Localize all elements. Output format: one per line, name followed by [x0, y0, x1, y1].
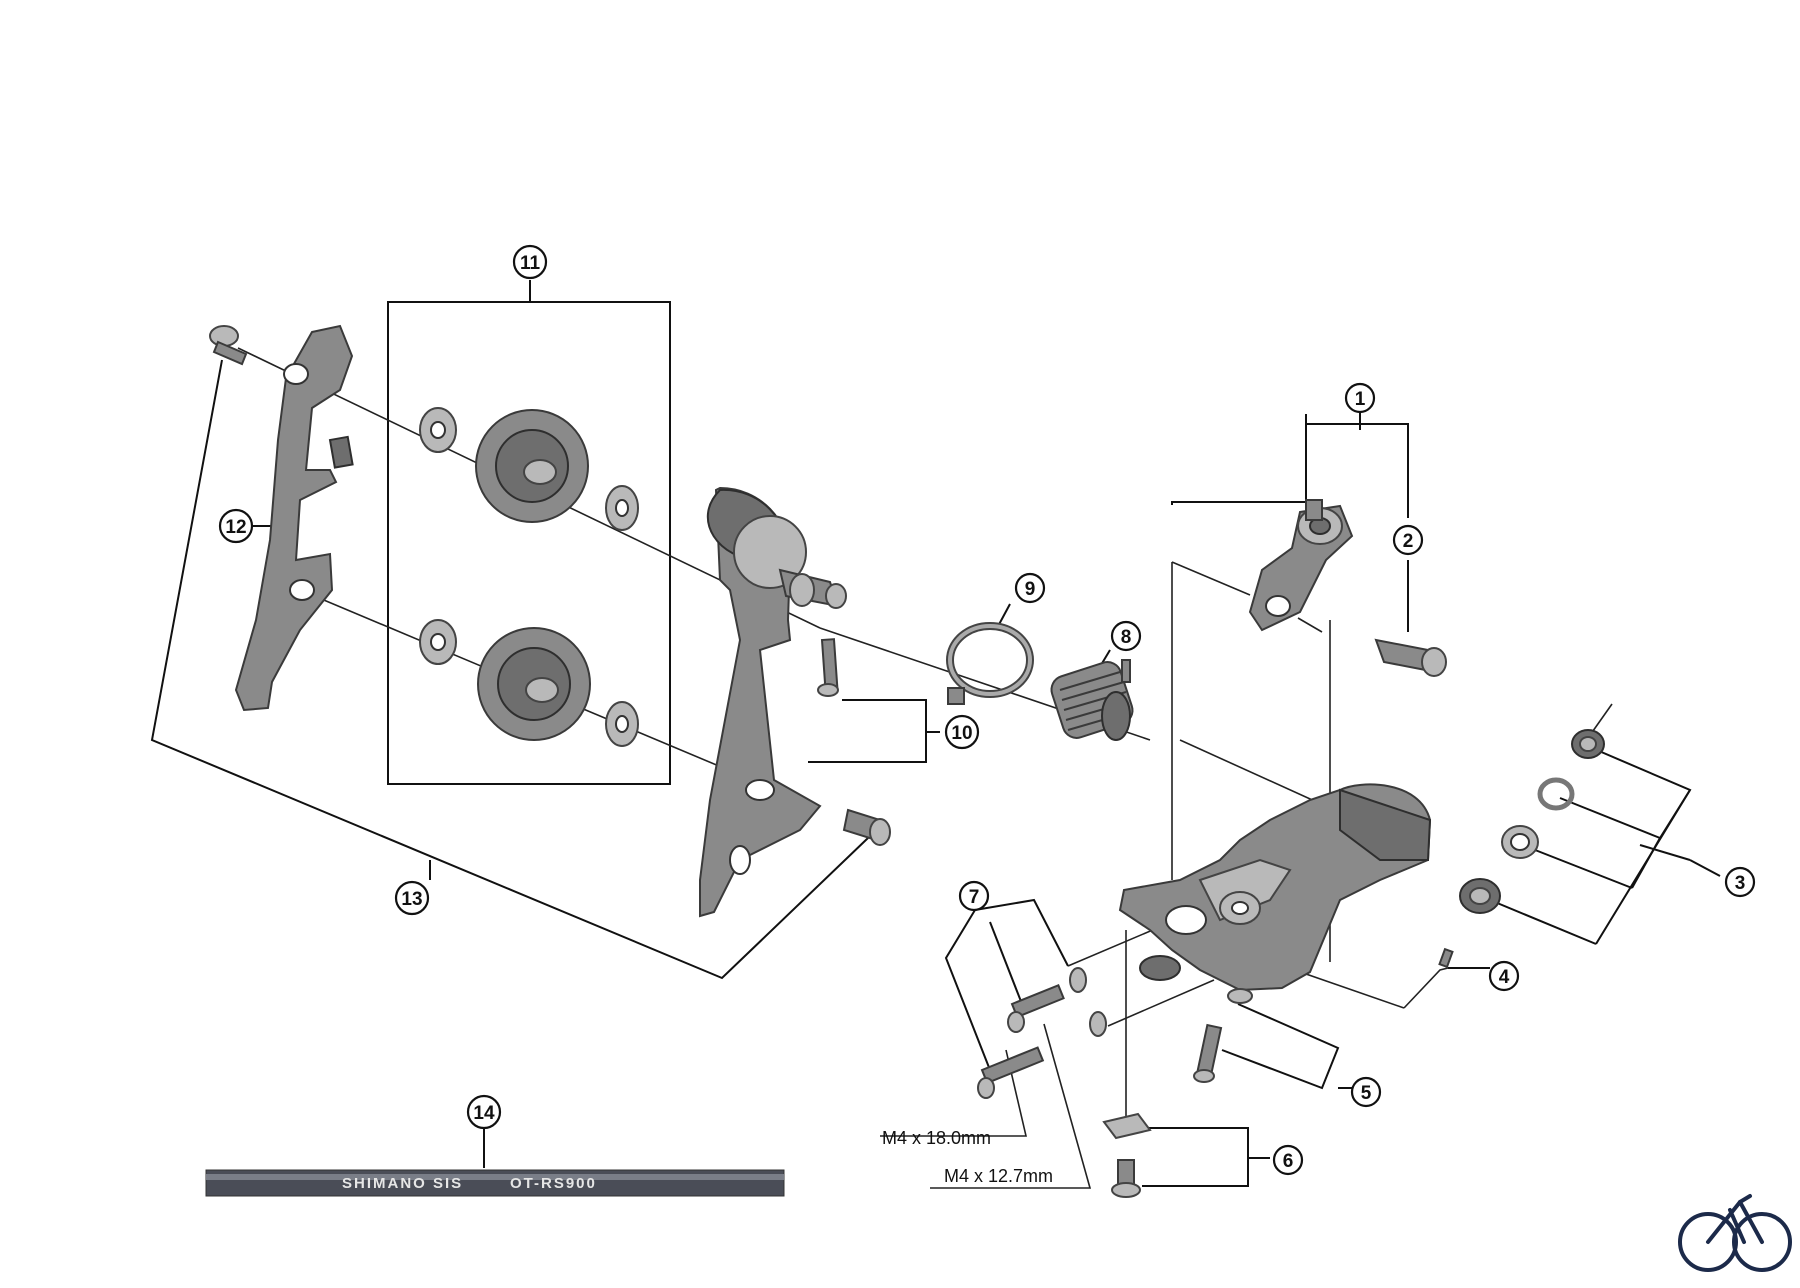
bolt-short-dimension: M4 x 12.7mm [944, 1166, 1053, 1186]
derailleur-body [1118, 783, 1432, 992]
adjust-screw [1193, 988, 1253, 1083]
callout-8: 8 [1110, 620, 1142, 652]
leader-lines [150, 280, 1721, 1189]
callout-7: 7 [958, 880, 990, 912]
callout-1: 1 [1344, 382, 1376, 414]
cable-model-text: OT-RS900 [510, 1175, 597, 1192]
callout-11: 11 [512, 244, 548, 280]
svg-text:6: 6 [1283, 1151, 1294, 1172]
svg-text:7: 7 [969, 887, 980, 908]
cage-assembly-bracket [150, 359, 869, 980]
set-screw [1438, 947, 1454, 969]
callout-3: 3 [1724, 866, 1756, 898]
callout-6: 6 [1272, 1144, 1304, 1176]
inner-plate [234, 324, 354, 712]
tension-pulley [477, 627, 591, 741]
tension-spring [1050, 659, 1134, 741]
outer-plate [699, 486, 822, 918]
callout-12: 12 [218, 508, 254, 544]
callout-14: 14 [466, 1094, 502, 1130]
svg-text:4: 4 [1499, 967, 1510, 988]
svg-text:12: 12 [225, 517, 246, 538]
stopper-plate [946, 622, 1034, 705]
svg-text:5: 5 [1361, 1083, 1372, 1104]
svg-text:13: 13 [401, 889, 422, 910]
callout-5: 5 [1350, 1076, 1382, 1108]
b-tension-bolt [1374, 638, 1447, 677]
callout-10: 10 [944, 714, 980, 750]
callout-13: 13 [394, 880, 430, 916]
svg-text:3: 3 [1735, 873, 1746, 894]
svg-text:10: 10 [951, 723, 972, 744]
callout-2: 2 [1392, 524, 1424, 556]
svg-text:8: 8 [1121, 627, 1132, 648]
svg-text:11: 11 [520, 253, 541, 274]
bracket-axle [1248, 499, 1354, 632]
svg-text:14: 14 [473, 1103, 495, 1124]
pulley-set [419, 407, 639, 747]
cable-adjuster-set [1459, 729, 1605, 914]
fixing-bolt-set [1102, 1112, 1152, 1198]
cage-bolt-bottom [842, 808, 891, 846]
cable-brand-text: SHIMANO SIS [342, 1175, 463, 1192]
cable-housing: SHIMANO SIS OT-RS900 [205, 1169, 785, 1197]
cage-bolt-top [209, 325, 248, 366]
cage-axle [778, 568, 847, 609]
stopper-pin-bolt [817, 638, 839, 697]
guide-pulley [475, 409, 589, 523]
link-bolt-set [977, 967, 1107, 1099]
svg-text:9: 9 [1025, 579, 1036, 600]
callout-9: 9 [1014, 572, 1046, 604]
svg-text:2: 2 [1403, 531, 1414, 552]
svg-text:1: 1 [1355, 389, 1366, 410]
bicycle-icon [1678, 1194, 1792, 1272]
bolt-long-dimension: M4 x 18.0mm [882, 1128, 991, 1148]
callout-4: 4 [1488, 960, 1520, 992]
